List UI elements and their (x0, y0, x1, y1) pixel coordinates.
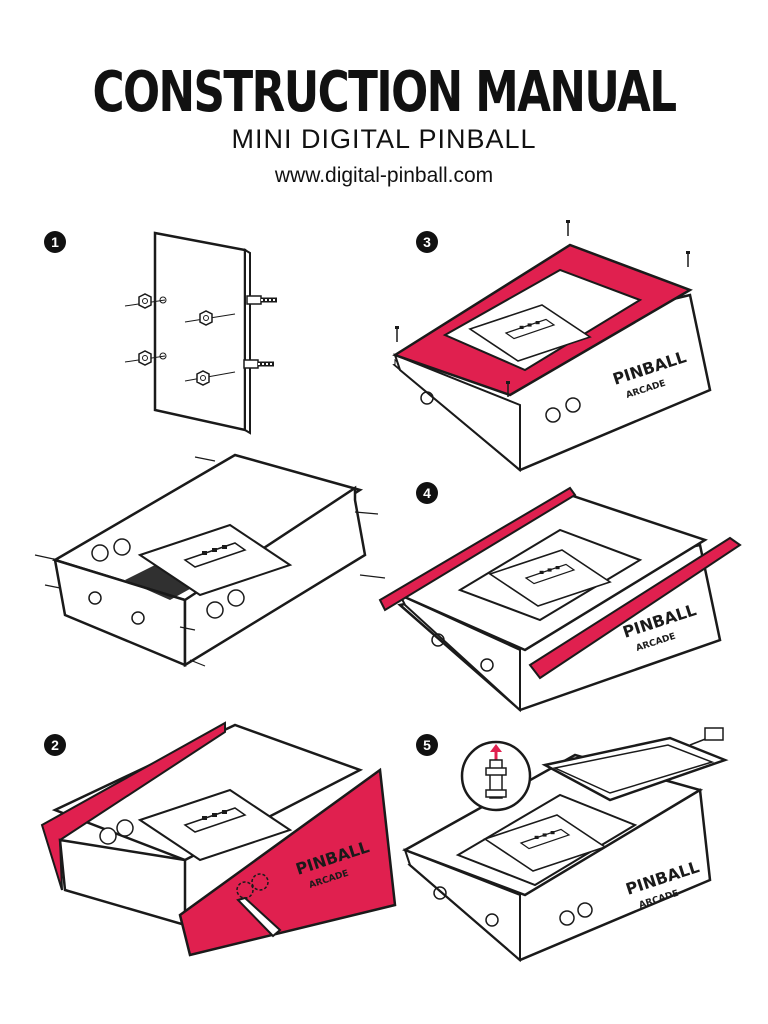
step-1-badge: 1 (44, 231, 66, 253)
step-5-badge: 5 (416, 734, 438, 756)
box-assembly-illustration (34, 453, 386, 668)
step-3-badge: 3 (416, 231, 438, 253)
page-title: CONSTRUCTION MANUAL (92, 60, 677, 125)
step-5-illustration: PINBALL ARCADE (402, 727, 729, 963)
step-4-illustration: PINBALL ARCADE (378, 486, 742, 713)
page-subtitle: MINI DIGITAL PINBALL (231, 124, 537, 154)
step-2-badge: 2 (44, 734, 66, 756)
step-3-illustration: PINBALL ARCADE (392, 219, 712, 473)
step-2-illustration: PINBALL ARCADE (40, 721, 397, 957)
step-1-illustration (124, 231, 277, 435)
step-4-badge: 4 (416, 482, 438, 504)
website-link[interactable]: www.digital-pinball.com (274, 164, 494, 187)
